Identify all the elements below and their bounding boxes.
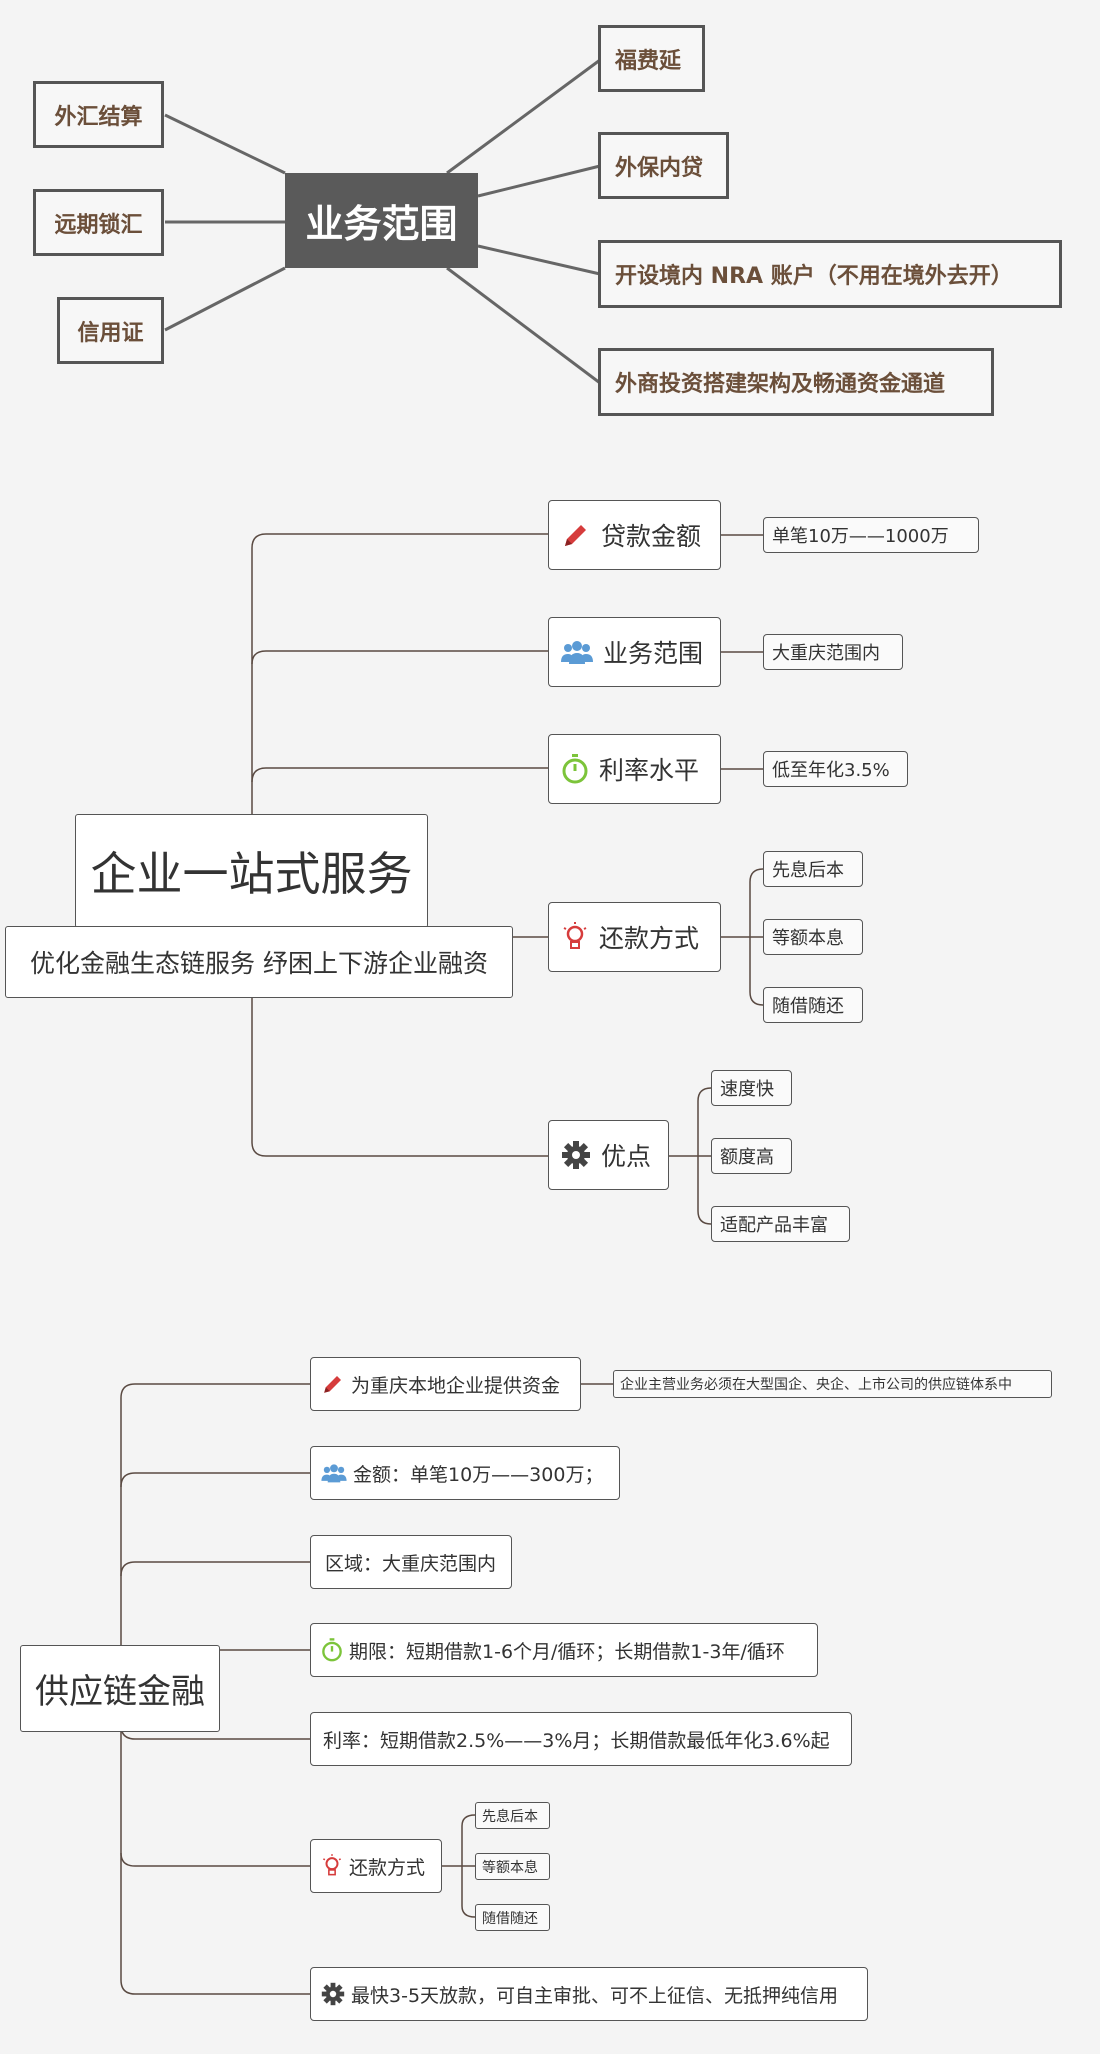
supply-leaf-repayment-1: 先息后本: [475, 1802, 550, 1829]
leaf-loan-amount: 单笔10万——1000万: [763, 517, 979, 553]
lightbulb-icon: [321, 1853, 343, 1879]
branch-label: 优点: [601, 1142, 652, 1171]
people-icon: [561, 638, 593, 666]
supply-branch-label: 区域：大重庆范围内: [325, 1552, 497, 1575]
stopwatch-icon: [561, 753, 589, 785]
enterprise-subtitle-node: 优化金融生态链服务 纾困上下游企业融资: [5, 926, 513, 998]
supply-leaf-repayment-2: 等额本息: [475, 1853, 550, 1880]
supply-branch-amount: 金额：单笔10万——300万；: [310, 1446, 620, 1500]
supply-leaf-requirement: 企业主营业务必须在大型国企、央企、上市公司的供应链体系中: [613, 1370, 1052, 1398]
supply-branch-label: 最快3-5天放款，可自主审批、可不上征信、无抵押纯信用: [351, 1984, 839, 2007]
supply-branch-label: 金额：单笔10万——300万；: [353, 1463, 604, 1486]
branch-loan-amount: 贷款金额: [548, 500, 721, 570]
leaf-interest-rate: 低至年化3.5%: [763, 751, 908, 787]
lightbulb-icon: [561, 921, 589, 953]
leaf-advantage-2: 额度高: [711, 1138, 792, 1174]
leaf-advantage-1: 速度快: [711, 1070, 792, 1106]
branch-label: 贷款金额: [601, 522, 702, 551]
branch-label: 利率水平: [599, 756, 700, 785]
scope-node-guarantee-loan: 外保内贷: [598, 132, 729, 199]
supply-branch-label: 利率：短期借款2.5%——3%月；长期借款最低年化3.6%起: [323, 1729, 830, 1752]
branch-interest-rate: 利率水平: [548, 734, 721, 804]
supply-branch-rate: 利率：短期借款2.5%——3%月；长期借款最低年化3.6%起: [310, 1712, 852, 1766]
supply-branch-term: 期限：短期借款1-6个月/循环；长期借款1-3年/循环: [310, 1623, 818, 1677]
leaf-advantage-3: 适配产品丰富: [711, 1206, 850, 1242]
scope-node-fx-settlement: 外汇结算: [33, 81, 164, 148]
leaf-repayment-1: 先息后本: [763, 851, 863, 887]
stopwatch-icon: [321, 1637, 343, 1663]
people-icon: [321, 1462, 347, 1484]
supply-branch-region: 区域：大重庆范围内: [310, 1535, 512, 1589]
scope-node-foreign-investment: 外商投资搭建架构及畅通资金通道: [598, 348, 994, 416]
scope-node-letter-of-credit: 信用证: [57, 297, 164, 364]
gear-icon: [321, 1982, 345, 2006]
branch-advantages: 优点: [548, 1120, 669, 1190]
scope-node-forfaiting: 福费延: [598, 25, 705, 92]
supply-branch-speed: 最快3-5天放款，可自主审批、可不上征信、无抵押纯信用: [310, 1967, 868, 2021]
gear-icon: [561, 1140, 591, 1170]
branch-business-scope: 业务范围: [548, 617, 721, 687]
leaf-business-scope: 大重庆范围内: [763, 634, 903, 670]
supply-title-node: 供应链金融: [20, 1645, 220, 1732]
scope-node-forward-lock: 远期锁汇: [33, 189, 164, 256]
branch-label: 业务范围: [603, 639, 704, 668]
supply-branch-label: 为重庆本地企业提供资金: [351, 1374, 561, 1397]
leaf-repayment-3: 随借随还: [763, 987, 863, 1023]
scope-center-node: 业务范围: [285, 173, 478, 268]
supply-branch-label: 还款方式: [349, 1856, 426, 1879]
supply-leaf-repayment-3: 随借随还: [475, 1904, 550, 1931]
pencil-icon: [561, 520, 591, 550]
scope-node-nra-account: 开设境内 NRA 账户（不用在境外去开）: [598, 240, 1062, 308]
leaf-repayment-2: 等额本息: [763, 919, 863, 955]
branch-label: 还款方式: [599, 924, 700, 953]
supply-branch-repayment: 还款方式: [310, 1839, 442, 1893]
branch-repayment: 还款方式: [548, 902, 721, 972]
supply-branch-label: 期限：短期借款1-6个月/循环；长期借款1-3年/循环: [349, 1640, 785, 1663]
enterprise-title-node: 企业一站式服务: [75, 814, 428, 928]
supply-branch-funding: 为重庆本地企业提供资金: [310, 1357, 581, 1411]
pencil-icon: [321, 1372, 345, 1396]
